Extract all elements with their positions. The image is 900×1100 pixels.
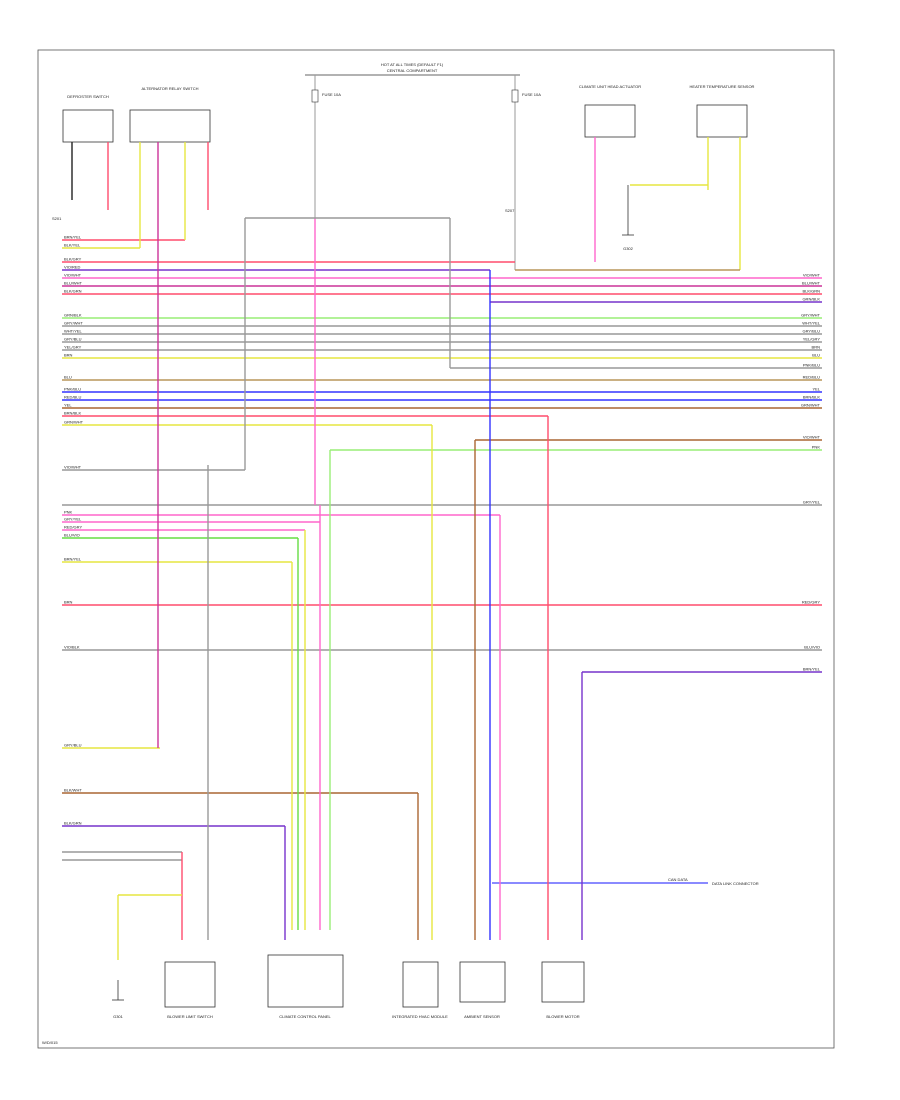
wire-label-w08: GRN/BLK xyxy=(64,313,82,318)
wire-label-w05: VIO/WHT xyxy=(64,273,82,278)
wire-label-w20: VIO/WHT xyxy=(64,465,82,470)
wire-label-w11: GRY/BLU xyxy=(64,337,82,342)
wire-label-w01: BRN/YEL xyxy=(64,235,82,240)
component-c3-label: CLIMATE UNIT HEAD ACTUATOR xyxy=(579,84,641,89)
component-c6-label: CLIMATE CONTROL PANEL xyxy=(279,1014,331,1019)
wire-label-w19: GRN/WHT xyxy=(64,420,84,425)
wire-label-w16: RED/BLU xyxy=(64,395,81,400)
ground-left-label: G301 xyxy=(113,1014,124,1019)
wire-label-w25: BRN/YEL xyxy=(64,557,82,562)
wire-label-w23: RED/GRY xyxy=(802,600,820,605)
wire-label-w04: VIO/RED xyxy=(64,265,81,270)
fuse-left-label: FUSE 10A xyxy=(322,92,341,97)
component-c9 xyxy=(541,961,585,1003)
wire-label-w14: BLU xyxy=(64,375,72,380)
component-c7 xyxy=(402,961,439,1008)
wire-label-w09: GRY/WHT xyxy=(801,313,820,318)
splice-right-label: S207 xyxy=(505,208,515,213)
wire-labels: BRN/YEL BLK/YEL BLK/GRY VIO/RED VIO/WHT VIO/W… xyxy=(64,235,821,826)
wire-label-w05: VIO/WHT xyxy=(803,273,821,278)
wire-label-w09: GRY/WHT xyxy=(64,321,83,326)
wire-label-w28: GRY/BLU xyxy=(64,743,82,748)
wire-label-w13: BRN xyxy=(812,345,821,350)
wire-label-w24: BLU/VIO xyxy=(64,533,80,538)
can-bus-label: CAN DATA xyxy=(668,877,688,882)
fuse-right-label: FUSE 10A xyxy=(522,92,541,97)
wire-label-w07: BLK/GRN xyxy=(64,289,82,294)
wire-label-w10: WHT/YEL xyxy=(802,321,821,326)
wire-label-w19: GRN/WHT xyxy=(801,403,821,408)
component-c3 xyxy=(584,104,636,138)
wire-label-w25: BRN/YEL xyxy=(803,667,821,672)
wire-label-w21: PNK xyxy=(64,510,73,515)
wire-label-w10: WHT/YEL xyxy=(64,329,83,334)
wire-label-w17: YEL xyxy=(64,403,72,408)
component-c8 xyxy=(459,961,506,1003)
can-bus-destination: DATA LINK CONNECTOR xyxy=(712,881,759,886)
wire-label-w30: BLK/GRN xyxy=(64,821,82,826)
component-c8-label: AMBIENT SENSOR xyxy=(464,1014,500,1019)
wire-label-w16: RED/BLU xyxy=(803,375,820,380)
wire-label-w02: BLK/YEL xyxy=(64,243,81,248)
wire-label-w18: BRN/BLK xyxy=(64,411,81,416)
wire-label-w22: GRY/YEL xyxy=(803,500,821,505)
header-title-line1: HOT AT ALL TIMES (DEFAULT F1) xyxy=(381,62,444,67)
wire-label-w21: PNK xyxy=(812,445,821,450)
vertical-wires xyxy=(71,137,741,960)
horizontal-wires xyxy=(62,239,822,861)
wire-label-w24: BLU/VIO xyxy=(804,645,820,650)
wire-label-w15: PNK/BLU xyxy=(803,363,820,368)
fuse-left-symbol xyxy=(311,89,319,103)
wire-label-w18: BRN/BLK xyxy=(803,395,820,400)
wire-label-w06: BLU/WHT xyxy=(64,281,83,286)
wire-label-w06: BLU/WHT xyxy=(802,281,821,286)
component-c1 xyxy=(62,109,114,143)
footer-code: W/D/015 xyxy=(42,1040,58,1045)
wire-label-w26: BRN xyxy=(64,600,73,605)
header-title-line2: CENTRAL COMPARTMENT xyxy=(387,68,438,73)
component-c2-label: ALTERNATOR RELAY SWITCH xyxy=(142,86,199,91)
wire-label-w29: BLK/WHT xyxy=(64,788,82,793)
component-c2 xyxy=(129,109,211,143)
wire-label-w22: GRY/YEL xyxy=(64,517,82,522)
component-c5-label: BLOWER LIMIT SWITCH xyxy=(167,1014,213,1019)
wire-label-w27: VIO/BLK xyxy=(64,645,80,650)
wire-label-w11: GRY/BLU xyxy=(803,329,821,334)
wire-label-w14: BLU xyxy=(812,353,820,358)
wire-label-w20: VIO/WHT xyxy=(803,435,821,440)
diagram-frame xyxy=(37,49,835,1049)
wire-label-w07: BLK/GRN xyxy=(802,289,820,294)
component-c4 xyxy=(696,104,748,138)
splice-left-label: S201 xyxy=(52,216,62,221)
wire-label-w12: YEL/GRY xyxy=(64,345,82,350)
component-c6 xyxy=(267,954,344,1008)
wire-label-w13: BRN xyxy=(64,353,73,358)
wire-label-w08: GRN/BLK xyxy=(802,297,820,302)
fuse-right-symbol xyxy=(511,89,519,103)
wire-label-w17: YEL xyxy=(812,387,820,392)
component-c4-label: HEATER TEMPERATURE SENSOR xyxy=(690,84,755,89)
component-c7-label: INTEGRATED HVAC MODULE xyxy=(392,1014,448,1019)
component-c5 xyxy=(164,961,216,1008)
wire-label-w12: YEL/GRY xyxy=(803,337,821,342)
component-c1-label: DEFROSTER SWITCH xyxy=(67,94,109,99)
wire-label-w03: BLK/GRY xyxy=(64,257,82,262)
component-c9-label: BLOWER MOTOR xyxy=(546,1014,579,1019)
wire-label-w15: PNK/BLU xyxy=(64,387,81,392)
ground-right-label: G302 xyxy=(623,246,634,251)
wire-label-w23: RED/GRY xyxy=(64,525,82,530)
